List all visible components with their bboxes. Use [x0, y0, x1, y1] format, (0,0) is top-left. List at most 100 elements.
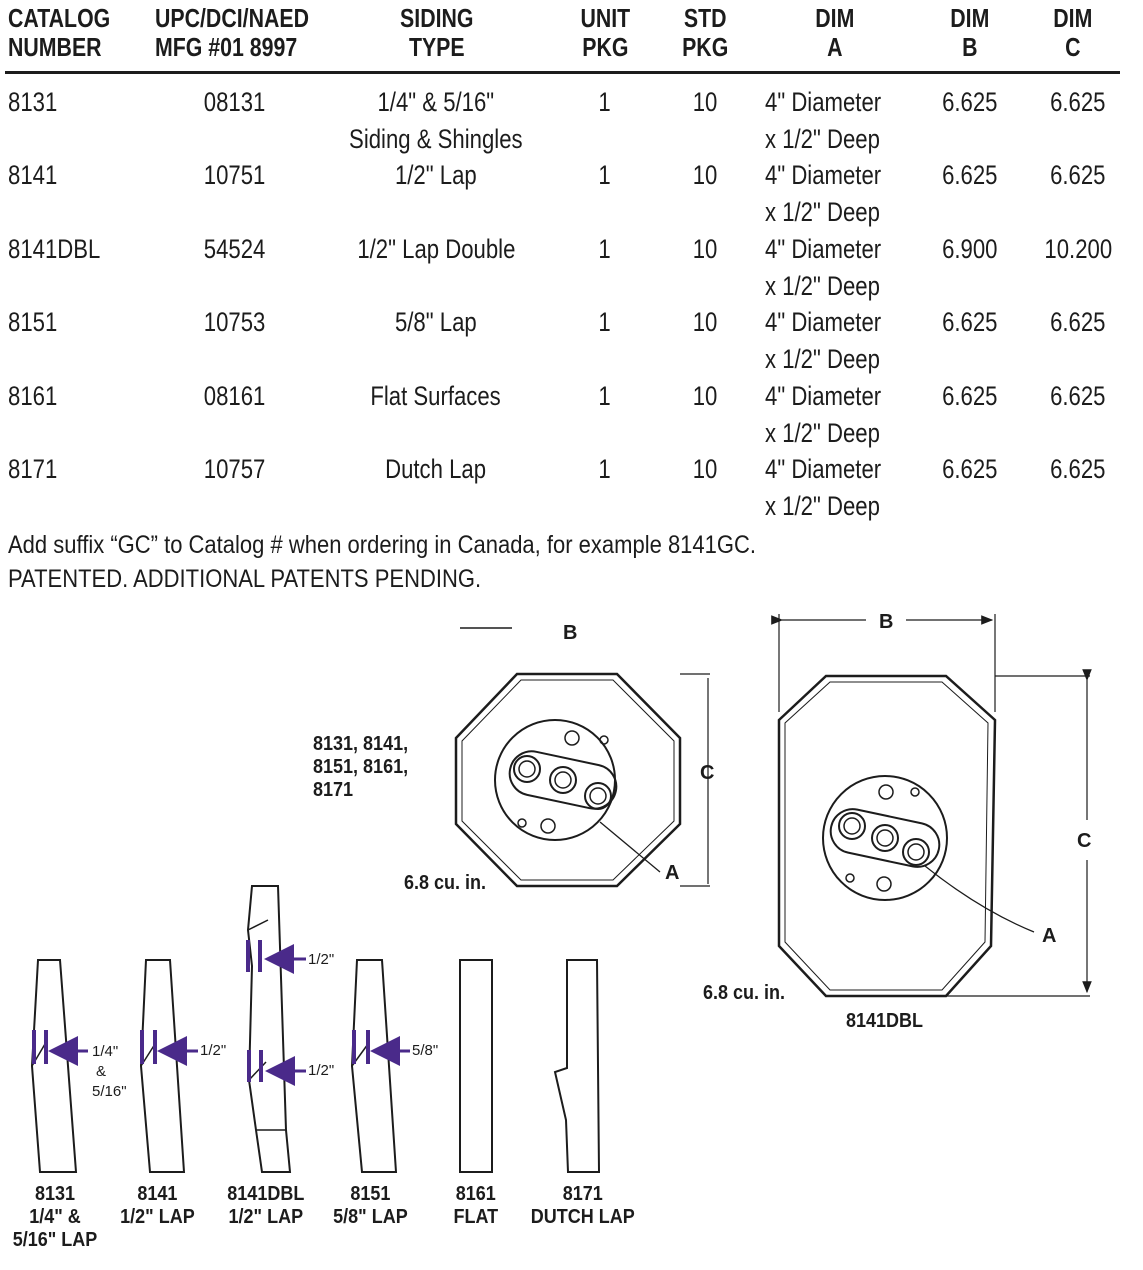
cell-dimC: 6.625: [1050, 454, 1106, 484]
knockout-2: [549, 766, 577, 794]
octagon-models-label: 8131, 8141,8151, 8161,8171: [313, 733, 409, 801]
octagon-dim-c-label: C: [700, 762, 715, 784]
canada-note: Add suffix “GC” to Catalog # when orderi…: [8, 531, 756, 559]
profile-8141: [139, 959, 186, 1173]
cell-dimC: 6.625: [1050, 380, 1106, 411]
octagon-dim-b-label: B: [563, 622, 578, 644]
cell-siding: 1/2" Lap: [395, 160, 477, 191]
cell-siding: 5/8" Lap: [395, 307, 477, 338]
profile-8151: [350, 959, 398, 1173]
dbl-outline: [777, 674, 997, 998]
callout-8131: 1/4"&5/16": [92, 1043, 127, 1100]
cell-upc: 54524: [204, 233, 266, 264]
cell-upc: 08161: [204, 380, 266, 411]
cell-upc: 10751: [204, 160, 266, 191]
cell-std: 10: [692, 160, 718, 191]
profile-8141dbl: [246, 885, 292, 1173]
cell-std: 10: [692, 380, 718, 411]
cell-std: 10: [692, 233, 718, 264]
profile-callouts: [32, 940, 410, 1086]
patent-note: PATENTED. ADDITIONAL PATENTS PENDING.: [8, 565, 482, 593]
cell-upc: 10757: [204, 454, 266, 484]
cell-std: 10: [692, 454, 718, 484]
header-rule: [5, 71, 1120, 74]
cell-upc: 10753: [204, 307, 266, 338]
cell-dimB: 6.625: [942, 454, 998, 484]
profile-8131: [30, 959, 78, 1173]
octagon-outline: [454, 672, 682, 888]
cell-catalog: 8171: [8, 454, 58, 484]
knockout-1: [513, 755, 541, 783]
callout-8141dbl-lower: 1/2": [308, 1062, 335, 1079]
cell-siding: Dutch Lap: [385, 454, 487, 484]
cell-unit: 1: [598, 307, 612, 338]
cell-unit: 1: [598, 233, 612, 264]
cell-dimB: 6.625: [942, 160, 998, 191]
siding-profiles: [30, 885, 601, 1173]
cell-catalog: 8131: [8, 87, 58, 117]
dbl-inner-edge: [784, 681, 989, 991]
dbl-model-label: 8141DBL: [846, 1010, 924, 1032]
profile-8171: [553, 959, 601, 1173]
callout-8141dbl-upper: 1/2": [308, 951, 335, 968]
cell-dimB: 6.625: [942, 380, 998, 411]
cell-dimB: 6.625: [942, 307, 998, 338]
leader-a: [924, 865, 1035, 933]
device-slot: [508, 750, 618, 810]
dbl-dim-c-label: C: [1077, 830, 1092, 852]
cell-unit: 1: [598, 380, 612, 411]
cell-upc: 08131: [204, 87, 266, 117]
cell-siding: Flat Surfaces: [370, 380, 502, 411]
device-slot: [829, 808, 941, 868]
octagon-inner-edge: [461, 679, 675, 881]
leader-a: [599, 821, 661, 873]
cell-dimC: 6.625: [1050, 87, 1106, 117]
cell-catalog: 8141: [8, 160, 58, 191]
mounting-disc: [822, 775, 948, 901]
callout-8141: 1/2": [200, 1042, 227, 1059]
callout-8151: 5/8": [412, 1042, 439, 1059]
cell-unit: 1: [598, 160, 612, 191]
cell-catalog: 8161: [8, 380, 58, 411]
cell-catalog: 8141DBL: [8, 233, 101, 264]
knockout-3: [584, 782, 612, 810]
cell-siding: 1/4" & 5/16"Siding & Shingles: [349, 87, 523, 154]
cell-catalog: 8151: [8, 307, 58, 338]
cell-unit: 1: [598, 454, 612, 484]
dbl-dim-b-label: B: [879, 611, 894, 633]
profile-8161: [459, 959, 493, 1173]
dbl-box-drawing: [771, 614, 1092, 998]
octagon-dim-a-label: A: [665, 862, 680, 884]
cell-std: 10: [692, 307, 718, 338]
dbl-volume-label: 6.8 cu. in.: [703, 982, 786, 1004]
octagon-volume-label: 6.8 cu. in.: [404, 872, 487, 894]
cell-dimC: 6.625: [1050, 307, 1106, 338]
cell-siding: 1/2" Lap Double: [356, 233, 516, 264]
cell-dimB: 6.625: [942, 87, 998, 117]
dbl-dim-a-label: A: [1042, 925, 1057, 947]
cell-dimB: 6.900: [942, 233, 998, 264]
cell-std: 10: [692, 87, 718, 117]
octagon-box-drawing: [454, 627, 710, 888]
